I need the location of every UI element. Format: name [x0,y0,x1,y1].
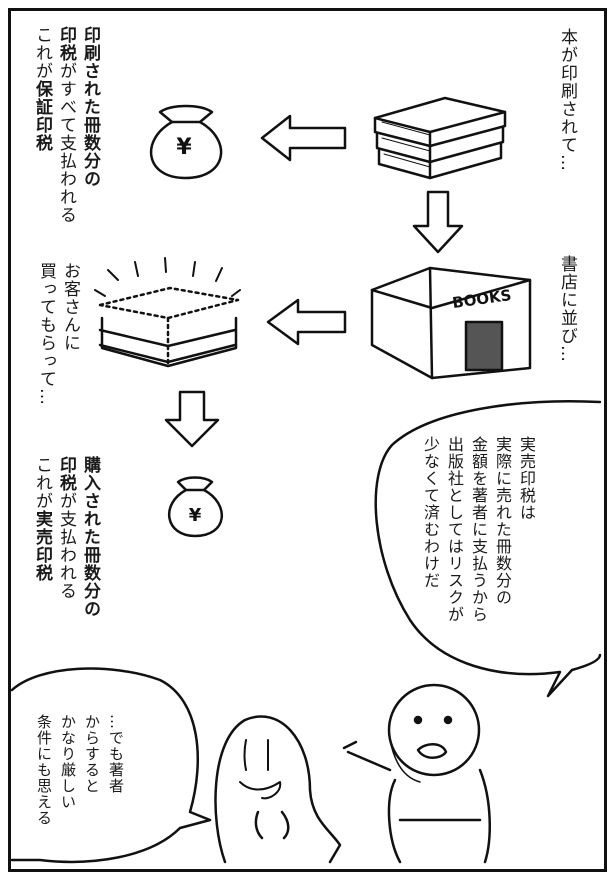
arrow-icon [164,390,220,448]
speech-right-line-1: 実売印税は [517,436,536,521]
guaranteed-line-1: 印刷された冊数分の [80,26,100,188]
speech-right-line-3: 金額を著者に支払うから [469,436,488,623]
arrow-icon [412,190,464,254]
arrow-icon [260,114,347,162]
yen-symbol: ¥ [189,505,202,526]
guaranteed-line-2-part-2: がすべて支払われる [56,62,76,224]
speech-bubble-left [10,667,212,864]
actual-line-3: これが実売印税 [32,456,52,582]
guaranteed-line-3-part-1: これが [32,26,52,80]
actual-line-3-part-1: これが [32,456,52,510]
speech-bubble-right [374,400,602,698]
guaranteed-line-3: これが保証印税 [32,26,52,152]
guaranteed-line-2: 印税がすべて支払われる [56,26,76,224]
money-bag-icon [149,104,223,180]
speech-left-line-2: からすると [83,714,101,794]
speech-right-line-2: 実際に売れた冊数分の [493,436,512,606]
caption-bought-line-2: 買ってもらって… [36,262,56,406]
guaranteed-line-3-part-2: 保証印税 [32,80,52,152]
caption-bought: お客さんに 買ってもらって… [34,262,82,422]
caption-guaranteed-royalty: 印刷された冊数分の 印税がすべて支払われる これが保証印税 [30,26,102,256]
caption-in-store: 書店に並び… [557,255,577,363]
caption-printed: 本が印刷されて… [557,28,577,172]
speech-left-line-3: かなり厳しい [59,714,77,810]
actual-line-2-part-1: 印税 [56,456,76,492]
money-bag-icon [168,476,223,538]
speech-right-line-5: 少なくて済むわけだ [421,436,440,589]
ghost-character-icon [214,715,342,864]
actual-line-3-part-2: 実売印税 [32,510,52,582]
bookstore-icon [370,266,532,380]
yen-symbol: ¥ [176,135,192,160]
actual-line-1-part-1: 購入された冊数分の [80,456,100,618]
caption-actual-royalty: 購入された冊数分の 印税が支払われる これが実売印税 [30,456,102,686]
caption-bought-line-1: お客さんに [60,262,80,352]
speech-left-text: …でも著者 からすると かなり厳しい 条件にも思える [32,714,128,854]
book-stack-icon [94,257,241,368]
speech-right-line-4: 出版社としてはリスクが [445,436,464,623]
speech-left-line-1: …でも著者 [107,714,125,794]
speech-left-line-4: 条件にも思える [35,714,53,826]
actual-line-1: 購入された冊数分の [80,456,100,618]
comic-panel [8,8,607,872]
guaranteed-line-2-part-1: 印税 [56,26,76,62]
actual-line-2: 印税が支払われる [56,456,76,600]
book-stack-icon [373,96,507,180]
actual-line-2-part-2: が支払われる [56,492,76,600]
guaranteed-line-1-part-1: 印刷された冊数分の [80,26,100,188]
arrow-icon [266,298,347,346]
speech-right-text: 実売印税は 実際に売れた冊数分の 金額を著者に支払うから 出版社としてはリスクが… [418,436,538,656]
bald-character-icon [342,683,491,864]
